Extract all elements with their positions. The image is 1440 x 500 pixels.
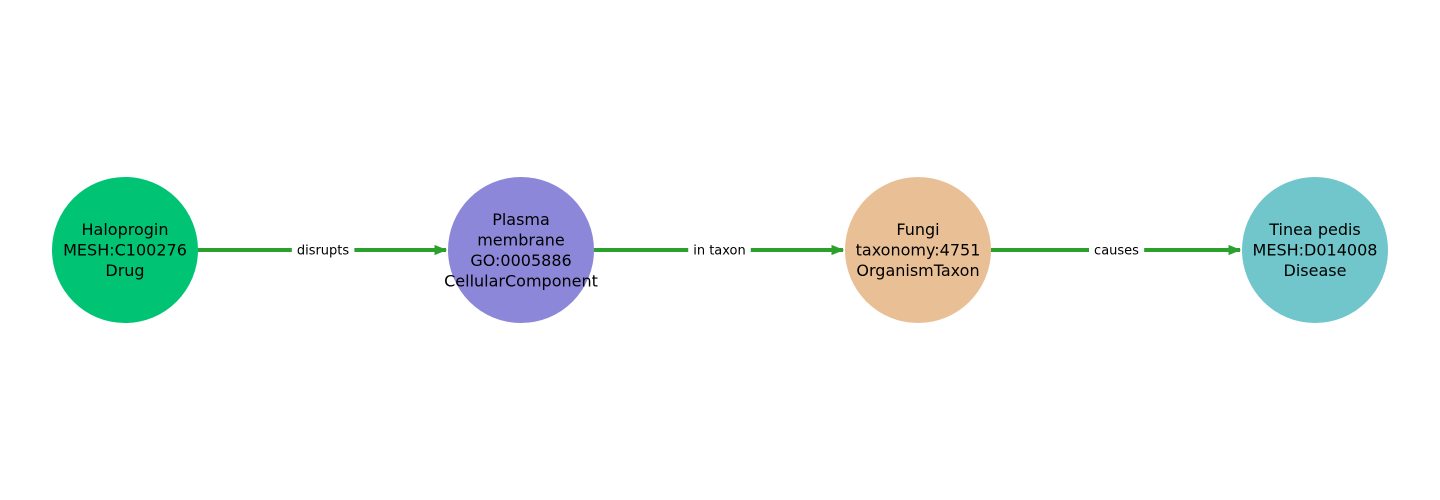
edge-label-background [1089,241,1145,261]
edge-label: causes [1094,244,1139,259]
edge-in-taxon: in taxon [594,241,845,261]
node-label-line: MESH:C100276 [63,241,187,260]
node-plasma-membrane[interactable]: PlasmamembraneGO:0005886CellularComponen… [444,177,598,323]
edge-causes: causes [991,241,1242,261]
node-circle[interactable] [1242,177,1388,323]
node-label-line: taxonomy:4751 [856,241,981,260]
edge-label-background [688,241,751,261]
node-label-line: Disease [1284,261,1347,280]
node-label-line: Haloprogin [82,220,169,239]
node-label-line: Drug [105,261,144,280]
node-label-line: Plasma [492,210,550,229]
edge-label: disrupts [297,244,350,259]
node-label-line: membrane [477,230,565,249]
node-label-line: OrganismTaxon [856,261,979,280]
edges: disrupts in taxon causes [198,241,1242,261]
node-label-line: Tinea pedis [1268,220,1361,239]
node-circle[interactable] [448,177,594,323]
edge-label-background [291,241,355,261]
node-label-line: CellularComponent [444,271,598,290]
node-circle[interactable] [845,177,991,323]
edge-label: in taxon [693,244,746,259]
node-label-line: GO:0005886 [470,251,571,270]
node-circle[interactable] [52,177,198,323]
node-label-line: MESH:D014008 [1253,241,1378,260]
edge-disrupts: disrupts [198,241,448,261]
node-label-line: Fungi [896,220,939,239]
